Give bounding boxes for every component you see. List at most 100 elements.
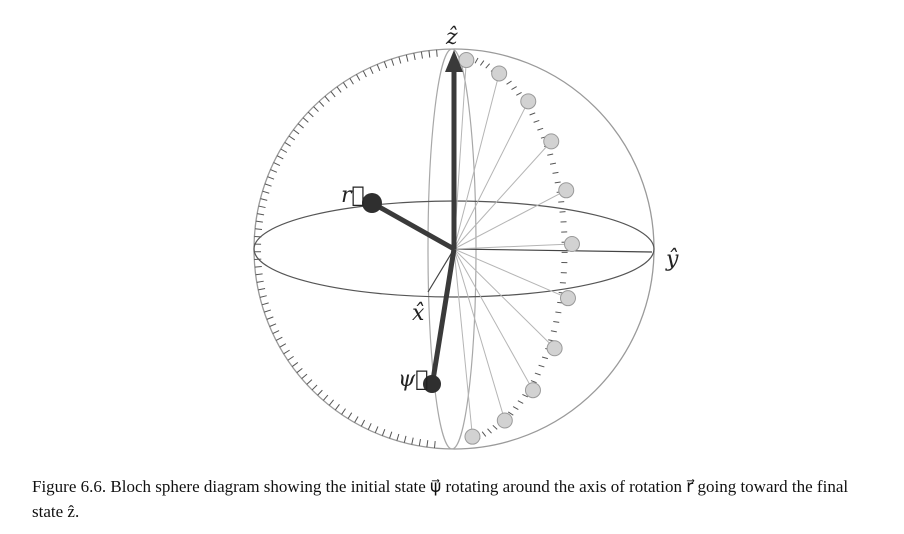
trail-cone xyxy=(543,133,560,150)
sphere-tick xyxy=(485,63,491,69)
trail-ray xyxy=(453,248,569,299)
r-arrowhead xyxy=(362,193,382,213)
sphere-tick xyxy=(487,428,492,434)
bloch-sphere-diagram: ẑ ŷ x̂ r⃗ ψ⃗ xyxy=(253,25,679,450)
sphere-tick xyxy=(376,64,381,72)
sphere-tick xyxy=(287,355,294,361)
sphere-tick xyxy=(383,61,388,69)
sphere-tick xyxy=(426,440,429,448)
sphere-tick xyxy=(307,111,314,118)
trail-cone xyxy=(464,428,481,445)
sphere-tick xyxy=(360,419,366,427)
sphere-tick xyxy=(516,92,522,96)
sphere-tick xyxy=(311,384,318,391)
sphere-tick xyxy=(258,287,266,291)
sphere-tick xyxy=(293,129,300,135)
rotation-trail xyxy=(453,52,580,445)
sphere-tick xyxy=(374,426,379,434)
sphere-tick xyxy=(324,95,330,102)
sphere-tick xyxy=(256,280,264,283)
sphere-tick xyxy=(512,406,519,410)
sphere-tick xyxy=(391,58,395,66)
z-arrowhead xyxy=(445,50,463,72)
trail-cone xyxy=(546,340,563,357)
sphere-tick xyxy=(530,380,537,384)
sphere-tick xyxy=(552,171,559,174)
sphere-tick xyxy=(367,423,372,430)
sphere-tick xyxy=(554,181,561,184)
sphere-tick xyxy=(262,190,270,194)
sphere-tick xyxy=(269,323,277,327)
sphere-tick xyxy=(549,162,557,165)
sphere-tick xyxy=(555,311,562,314)
sphere-tick xyxy=(328,399,334,406)
sphere-tick xyxy=(288,135,296,141)
sphere-tick xyxy=(260,198,268,201)
trail-cone xyxy=(496,412,513,429)
sphere-tick xyxy=(255,273,263,276)
sphere-tick xyxy=(550,330,557,333)
trail-cone xyxy=(558,182,575,199)
sphere-tick xyxy=(334,404,340,411)
trail-cone xyxy=(491,65,508,82)
sphere-tick xyxy=(403,435,407,443)
sphere-tick xyxy=(261,302,269,306)
sphere-tick xyxy=(266,316,274,320)
sphere-tick xyxy=(306,379,313,385)
trail-ray xyxy=(453,248,473,437)
sphere-tick xyxy=(398,56,402,64)
sphere-tick xyxy=(279,343,287,348)
sphere-tick xyxy=(529,112,536,116)
r-vector-label: r⃗ xyxy=(341,183,365,208)
sphere-tick xyxy=(291,362,299,367)
sphere-tick xyxy=(336,86,342,93)
sphere-tick xyxy=(301,373,308,380)
sphere-tick xyxy=(272,330,280,334)
sphere-tick xyxy=(318,100,325,107)
sphere-tick xyxy=(283,349,290,355)
sphere-tick xyxy=(413,52,416,61)
sphere-tick xyxy=(533,119,540,123)
sphere-tick xyxy=(297,123,304,129)
x-axis-label: x̂ xyxy=(412,301,425,326)
sphere-tick-marks xyxy=(254,49,568,449)
trail-ray xyxy=(453,243,572,250)
psi-arrowhead xyxy=(423,375,441,393)
sphere-tick xyxy=(553,320,560,323)
z-axis-label: ẑ xyxy=(445,25,458,50)
sphere-tick xyxy=(481,431,487,437)
sphere-tick xyxy=(330,91,336,98)
sphere-tick xyxy=(276,155,284,160)
sphere-tick xyxy=(362,70,367,78)
sphere-tick xyxy=(296,367,303,374)
sphere-tick xyxy=(558,201,565,203)
sphere-tick xyxy=(507,411,514,416)
trail-cone xyxy=(559,290,576,307)
sphere-tick xyxy=(534,372,541,376)
trail-ray xyxy=(453,248,534,391)
sphere-tick xyxy=(284,142,291,147)
trail-ray xyxy=(453,101,529,250)
sphere-tick xyxy=(342,82,348,89)
sphere-tick xyxy=(354,416,359,423)
sphere-tick xyxy=(313,106,319,112)
sphere-tick xyxy=(254,265,262,268)
sphere-tick xyxy=(355,74,361,81)
sphere-tick xyxy=(506,80,512,85)
sphere-tick xyxy=(341,408,346,415)
y-axis-label: ŷ xyxy=(665,247,679,272)
figure-caption: Figure 6.6. Bloch sphere diagram showing… xyxy=(32,477,849,521)
sphere-tick xyxy=(254,228,263,230)
trail-ray xyxy=(453,189,567,250)
sphere-tick xyxy=(522,393,529,398)
sphere-tick xyxy=(492,424,498,430)
y-axis-line xyxy=(453,248,653,253)
sphere-tick xyxy=(280,148,288,153)
sphere-tick xyxy=(381,429,386,436)
sphere-tick xyxy=(270,169,278,173)
trail-ray xyxy=(453,141,552,250)
sphere-tick xyxy=(541,356,549,360)
sphere-tick xyxy=(264,183,272,187)
sphere-tick xyxy=(405,54,409,62)
sphere-tick xyxy=(474,57,479,64)
